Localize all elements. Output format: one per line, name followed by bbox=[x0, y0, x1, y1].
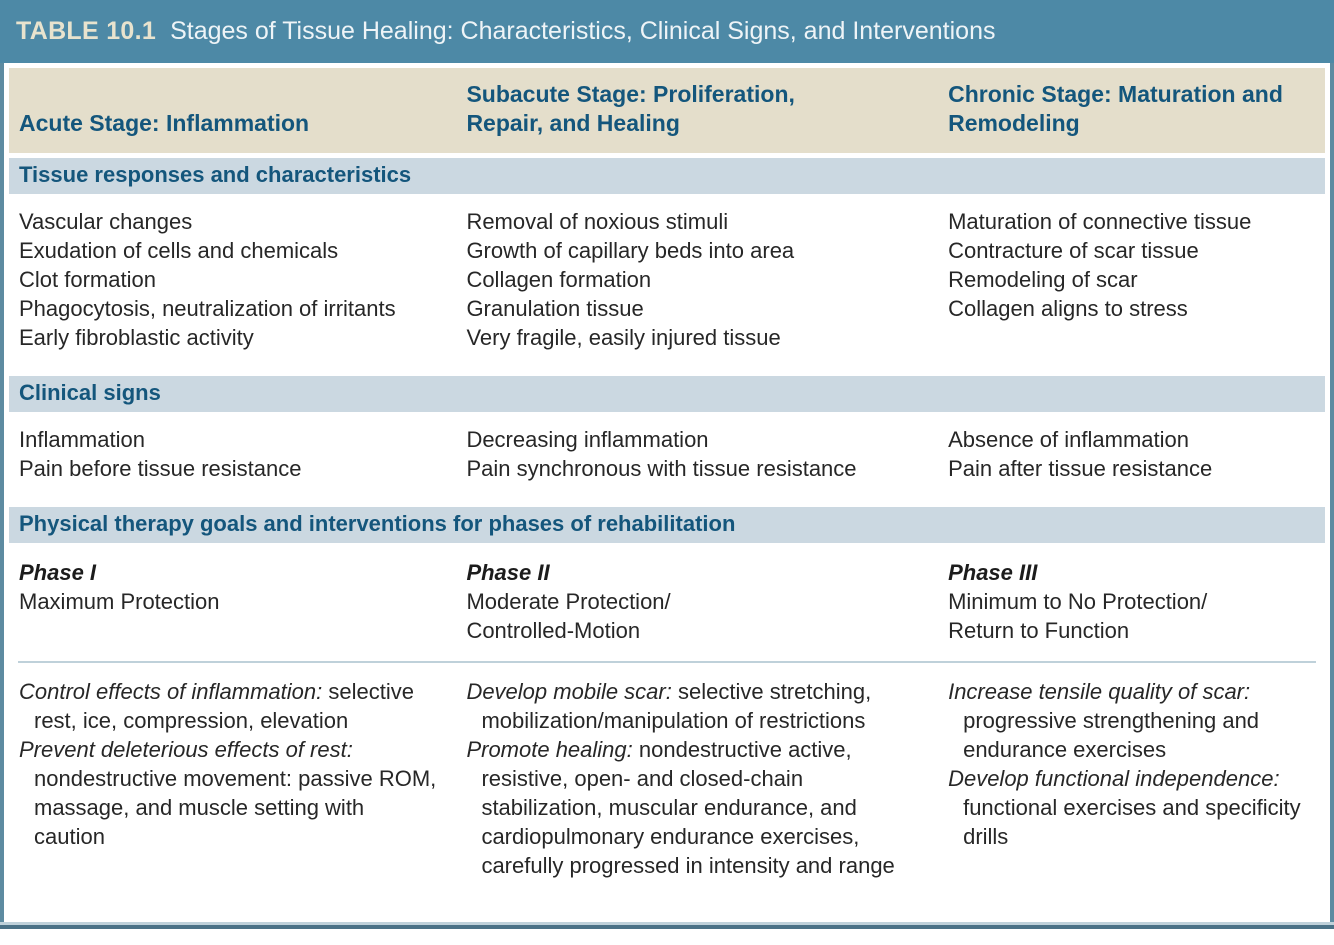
intervention-item: Promote healing: nondestructive active, … bbox=[466, 735, 920, 880]
text-line: Contracture of scar tissue bbox=[948, 237, 1199, 263]
text-line: Maximum Protection bbox=[19, 588, 220, 614]
table-title: Stages of Tissue Healing: Characteristic… bbox=[170, 17, 996, 45]
intervention-item: Develop functional independence: functio… bbox=[948, 764, 1307, 851]
intervention-goal: Control effects of inflammation: bbox=[19, 678, 323, 704]
column-header-chronic: Chronic Stage: Maturation and Remodeling bbox=[948, 81, 1283, 137]
table-bottom-inner-rule bbox=[0, 921, 1334, 925]
intervention-detail: functional exercises and specificity dri… bbox=[963, 794, 1301, 849]
intervention-detail: progressive strengthening and endurance … bbox=[963, 707, 1260, 762]
text-line: Removal of noxious stimuli bbox=[466, 208, 729, 234]
phase-3-name: Phase III bbox=[948, 559, 1038, 585]
text-line: Phagocytosis, neutralization of irritant… bbox=[19, 295, 396, 321]
text-line: Controlled-Motion bbox=[466, 617, 641, 643]
phase-cell-2: Phase II Moderate Protection/Controlled-… bbox=[456, 558, 938, 645]
text-line: Pain after tissue resistance bbox=[948, 455, 1213, 481]
phase-cell-1: Phase I Maximum Protection bbox=[9, 558, 456, 645]
phase-interventions-divider bbox=[18, 660, 1316, 663]
text-line: Return to Function bbox=[948, 617, 1130, 643]
section-heading-tissue-responses: Tissue responses and characteristics bbox=[9, 157, 1325, 194]
intervention-detail: selective stretching, mobilization/manip… bbox=[481, 678, 872, 733]
table-number: TABLE 10.1 bbox=[16, 17, 157, 45]
phase-3-desc: Minimum to No Protection/Return to Funct… bbox=[948, 587, 1307, 645]
text-line: Vascular changes bbox=[19, 208, 193, 234]
text-line: Pain before tissue resistance bbox=[19, 455, 302, 481]
phase-2-name: Phase II bbox=[466, 559, 550, 585]
intervention-item: Develop mobile scar: selective stretchin… bbox=[466, 677, 920, 735]
intervention-goal: Prevent deleterious effects of rest: bbox=[19, 736, 353, 762]
phase-1-name: Phase I bbox=[19, 559, 97, 585]
text-line: Very fragile, easily injured tissue bbox=[466, 324, 781, 350]
intervention-detail: nondestructive movement: passive ROM, ma… bbox=[34, 765, 437, 849]
table-bottom-border bbox=[0, 924, 1334, 929]
text-line: Maturation of connective tissue bbox=[948, 208, 1252, 234]
text-line: Clot formation bbox=[19, 266, 156, 292]
intervention-goal: Develop mobile scar: bbox=[466, 678, 672, 704]
interventions-cell-acute: Control effects of inflammation: selecti… bbox=[9, 677, 456, 880]
intervention-item: Control effects of inflammation: selecti… bbox=[19, 677, 438, 735]
text-line: Moderate Protection/ bbox=[466, 588, 671, 614]
text-line: Inflammation bbox=[19, 426, 145, 452]
text-line: Remodeling of scar bbox=[948, 266, 1138, 292]
column-header-acute: Acute Stage: Inflammation bbox=[19, 110, 310, 137]
intervention-detail: selective rest, ice, compression, elevat… bbox=[34, 678, 414, 733]
interventions-cell-chronic: Increase tensile quality of scar: progre… bbox=[938, 677, 1325, 880]
interventions-row: Control effects of inflammation: selecti… bbox=[9, 663, 1325, 880]
phase-row: Phase I Maximum Protection Phase II Mode… bbox=[9, 543, 1325, 657]
column-header-row: Acute Stage: Inflammation Subacute Stage… bbox=[9, 68, 1325, 153]
column-header-subacute: Subacute Stage: Proliferation, Repair, a… bbox=[466, 81, 795, 137]
text-line: Minimum to No Protection/ bbox=[948, 588, 1208, 614]
section-heading-clinical-signs: Clinical signs bbox=[9, 375, 1325, 412]
table-body: Acute Stage: Inflammation Subacute Stage… bbox=[0, 63, 1334, 922]
intervention-item: Increase tensile quality of scar: progre… bbox=[948, 677, 1307, 764]
phase-1-desc: Maximum Protection bbox=[19, 587, 438, 616]
interventions-cell-subacute: Develop mobile scar: selective stretchin… bbox=[456, 677, 938, 880]
text-line: Collagen aligns to stress bbox=[948, 295, 1188, 321]
text-line: Growth of capillary beds into area bbox=[466, 237, 795, 263]
phase-cell-3: Phase III Minimum to No Protection/Retur… bbox=[938, 558, 1325, 645]
text-line: Absence of inflammation bbox=[948, 426, 1189, 452]
table-title-bar: TABLE 10.1 Stages of Tissue Healing: Cha… bbox=[0, 0, 1334, 63]
intervention-goal: Promote healing: bbox=[466, 736, 633, 762]
section-heading-pt-goals: Physical therapy goals and interventions… bbox=[9, 506, 1325, 543]
intervention-item: Prevent deleterious effects of rest: non… bbox=[19, 735, 438, 851]
text-line: Early fibroblastic activity bbox=[19, 324, 254, 350]
text-line: Decreasing inflammation bbox=[466, 426, 709, 452]
intervention-goal: Develop functional independence: bbox=[948, 765, 1280, 791]
intervention-goal: Increase tensile quality of scar: bbox=[948, 678, 1251, 704]
intervention-detail: nondestructive active, resistive, open- … bbox=[481, 736, 895, 878]
text-line: Pain synchronous with tissue resistance bbox=[466, 455, 857, 481]
text-line: Collagen formation bbox=[466, 266, 652, 292]
phase-2-desc: Moderate Protection/Controlled-Motion bbox=[466, 587, 920, 645]
text-line: Granulation tissue bbox=[466, 295, 644, 321]
text-line: Exudation of cells and chemicals bbox=[19, 237, 339, 263]
